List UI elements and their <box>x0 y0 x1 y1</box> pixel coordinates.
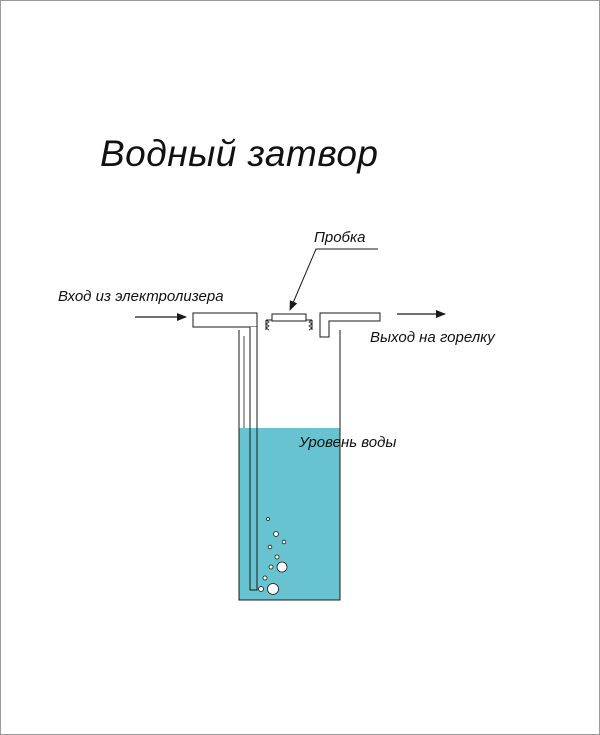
cap-top <box>271 313 307 322</box>
container-outline <box>238 330 341 601</box>
bubble <box>262 575 268 581</box>
cap-leader-line <box>289 248 378 311</box>
gas-bubbles <box>258 517 288 595</box>
water-level-label: Уровень воды <box>299 434 397 451</box>
bubble <box>273 531 279 537</box>
inlet-pipe <box>192 312 258 328</box>
inlet-label: Вход из электролизера <box>58 288 224 305</box>
cap-thread-left <box>265 319 270 331</box>
outlet-label: Выход на горелку <box>370 329 495 346</box>
bubble <box>267 583 279 595</box>
diagram-title: Водный затвор <box>100 133 379 174</box>
bubble <box>258 586 264 592</box>
inlet-pipe-submerged <box>250 428 257 590</box>
bubble <box>267 544 273 550</box>
outlet-pipe <box>319 312 381 338</box>
cap-thread-right <box>308 319 313 331</box>
cap-label: Пробка <box>314 229 366 246</box>
bubble <box>266 517 270 521</box>
bubble <box>276 561 288 573</box>
bubble <box>274 554 280 560</box>
bubble <box>268 564 274 570</box>
bubble <box>281 539 287 545</box>
